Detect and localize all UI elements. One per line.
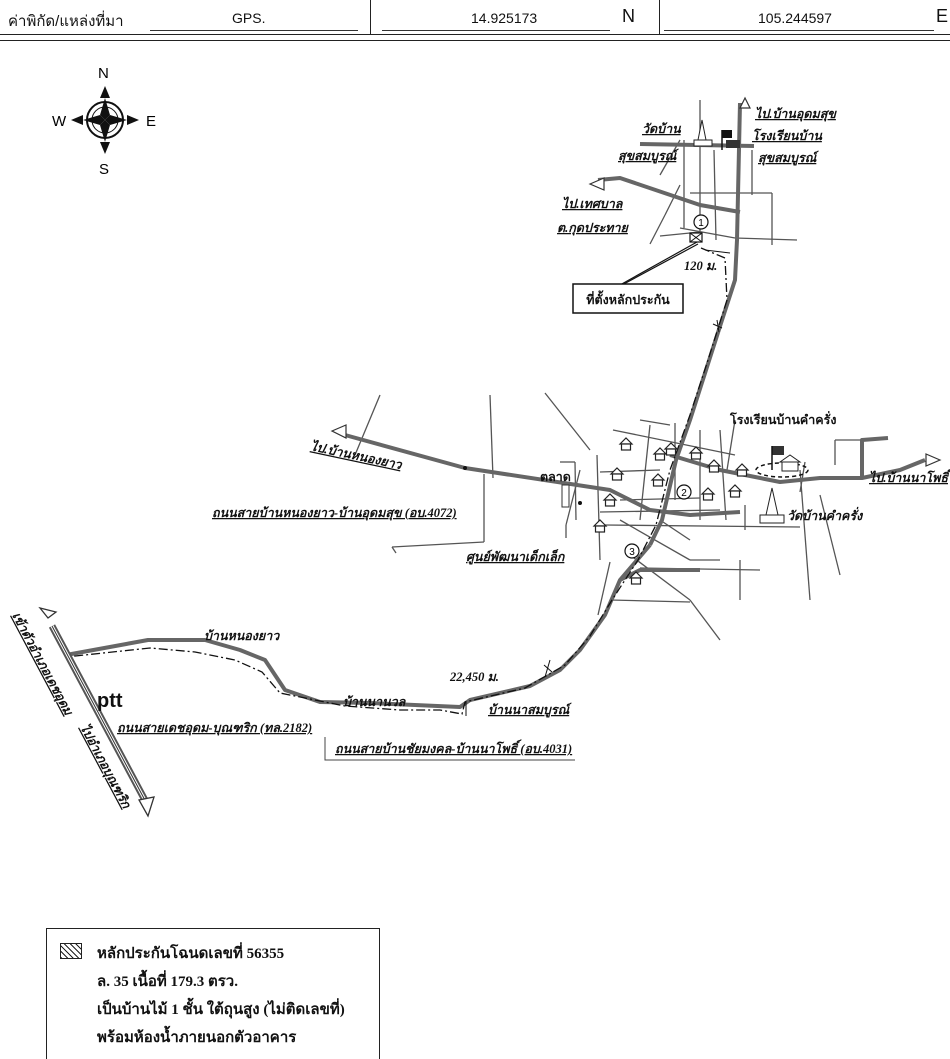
label-wat-ban: วัดบ้าน (642, 122, 682, 136)
label-road-4031: ถนนสายบ้านชัยมงคล-บ้านนาโพธิ์ (อบ.4031) (335, 739, 572, 756)
house-icons (592, 437, 750, 585)
svg-text:3: 3 (629, 547, 635, 558)
compass-e: E (146, 113, 156, 130)
legend-box: หลักประกันโฉนดเลขที่ 56355 ล. 35 เนื้อที… (46, 928, 380, 1059)
location-map: N S E W (8, 65, 950, 818)
coordinate-header: ค่าพิกัด/แหล่งที่มา GPS. 14.925173 N 105… (0, 0, 950, 44)
gps-source: GPS. (232, 10, 266, 26)
label-ban-nong-yao: บ้านหนองยาว (204, 629, 280, 643)
hatch-swatch-icon (60, 943, 82, 959)
ptt-logo: ptt (97, 690, 123, 712)
collateral-location-box (572, 283, 684, 314)
distance-arrow (704, 249, 731, 254)
label-school-kham-krang: โรงเรียนบ้านคำครั่ง (729, 411, 836, 427)
arrow-down-icon (137, 796, 155, 818)
label-dist-22450: 22,450 ม. (449, 670, 499, 684)
legend-line-2: ล. 35 เนื้อที่ 179.3 ตรว. (97, 974, 238, 990)
market-icon (561, 484, 570, 508)
arrow-up-icon (38, 606, 58, 619)
label-to-det-udom: เข้าตัวอำเภอเดชอุดม (8, 610, 76, 719)
legend-line-1: หลักประกันโฉนดเลขที่ 56355 (97, 946, 285, 962)
legend-line-3: เป็นบ้านไม้ 1 ชั้น ใต้ถุนสูง (ไม่ติดเลขท… (97, 1002, 345, 1018)
latitude-direction: N (622, 6, 635, 26)
label-ban-na-nuan: บ้านนานวล (343, 695, 407, 709)
label-to-udom-suk: ไป.บ้านอุดมสุข (755, 106, 837, 122)
label-road-4072: ถนนสายบ้านหนองยาว-บ้านอุดมสุข (อบ.4072) (212, 506, 457, 521)
temple-kham-krang-icon (759, 487, 785, 524)
longitude-value: 105.244597 (758, 10, 832, 26)
legend-line-4: พร้อมห้องน้ำภายนอกตัวอาคาร (97, 1030, 297, 1046)
svg-text:2: 2 (681, 488, 687, 499)
marker-2: 2 (676, 484, 692, 500)
school-kham-krang-icon (755, 446, 809, 478)
leader-line (619, 241, 698, 286)
marker-1: 1 (693, 214, 709, 230)
label-wat-ban-2: สุขสมบูรณ์ (618, 148, 679, 164)
arrow-west-icon (588, 177, 605, 191)
label-school-suk-2: สุขสมบูรณ์ (758, 150, 819, 166)
arrow-west-icon-2 (330, 424, 347, 439)
location-label: ค่าพิกัด/แหล่งที่มา (8, 13, 124, 30)
label-child-center: ศูนย์พัฒนาเด็กเล็ก (466, 549, 566, 565)
label-wat-kham-krang: วัดบ้านคำครั่ง (787, 506, 864, 523)
label-market: ตลาด (540, 470, 571, 484)
latitude-value: 14.925173 (471, 10, 538, 26)
label-to-municipality: ไป.เทศบาล (562, 196, 624, 211)
compass-rose-icon: N S E W (52, 65, 156, 178)
marker-3: 3 (624, 543, 640, 559)
temple-icon (693, 119, 713, 147)
route-path (65, 247, 728, 715)
road-end-arrows (330, 96, 942, 467)
arrow-east-icon (925, 453, 942, 467)
collateral-location-label: ที่ตั้งหลักประกัน (586, 290, 670, 307)
label-to-na-pho: ไป.บ้านนาโพธิ์ (869, 468, 950, 485)
label-dist-120: 120 ม. (684, 259, 717, 273)
svg-text:1: 1 (698, 218, 704, 229)
compass-n: N (98, 65, 109, 82)
longitude-direction: E (936, 6, 949, 26)
main-roads (65, 102, 926, 709)
label-to-municipality-2: ต.กุดประทาย (557, 221, 630, 236)
label-to-nong-yao: ไป.บ้านหนองยาว (309, 438, 404, 472)
compass-s: S (99, 161, 109, 178)
label-ban-na-somboon: บ้านนาสมบูรณ์ (488, 702, 572, 718)
highway-2182 (38, 606, 155, 818)
school-flag-icon (721, 130, 740, 150)
label-road-2182: ถนนสายเดชอุดม-บุณฑริก (ทล.2182) (117, 721, 312, 736)
label-school-suk: โรงเรียนบ้าน (752, 128, 823, 143)
arrow-north-icon (739, 96, 751, 109)
compass-w: W (52, 113, 67, 130)
